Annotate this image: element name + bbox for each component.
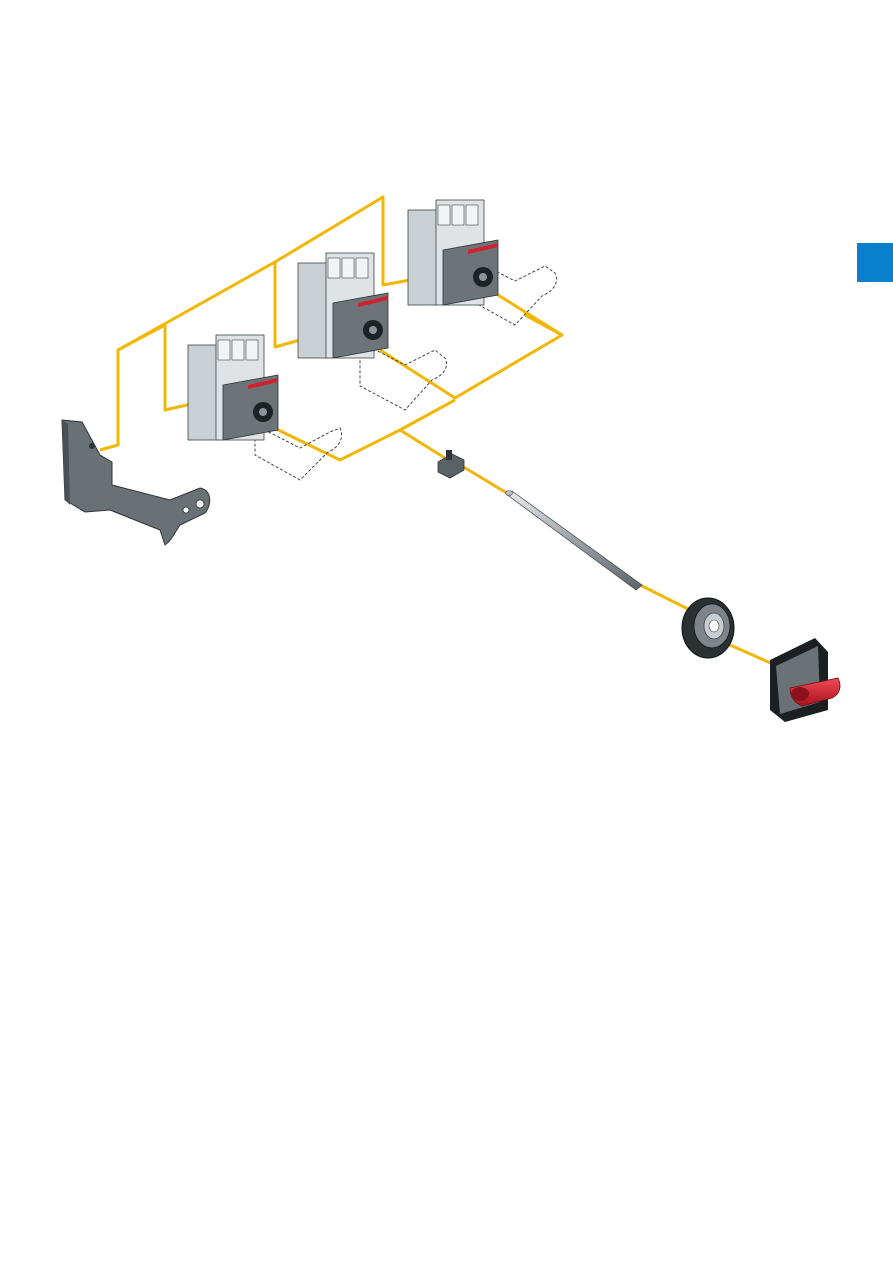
dashed-outline-2 — [359, 341, 447, 411]
connector-shaft-to-adapter — [639, 583, 691, 612]
connector-frame-top-2 — [274, 195, 411, 287]
connector-right-rail — [489, 288, 563, 337]
dashed-mounting-outlines — [254, 257, 557, 481]
rotary-handle — [770, 638, 841, 722]
starter-1 — [187, 334, 279, 441]
dashed-outline-1 — [254, 424, 343, 481]
connector-adapter-to-handle — [729, 643, 776, 667]
shaft-coupling — [437, 450, 465, 479]
assembly-connector-lines — [99, 195, 776, 667]
door-adapter — [681, 597, 735, 659]
connector-coupling-to-shaft — [461, 464, 511, 497]
mounting-bracket — [61, 419, 211, 546]
extension-shaft — [505, 490, 643, 591]
section-tab-marker — [857, 243, 893, 282]
connector-shaft-path — [399, 428, 446, 460]
connector-mid-rail — [379, 313, 564, 400]
starter-2 — [297, 252, 389, 359]
starter-3 — [407, 199, 499, 306]
dashed-outline-3 — [469, 257, 557, 326]
connector-frame-top — [117, 260, 301, 352]
connector-bracket-to-frame — [99, 323, 201, 452]
connector-bottom-rail — [267, 398, 456, 462]
